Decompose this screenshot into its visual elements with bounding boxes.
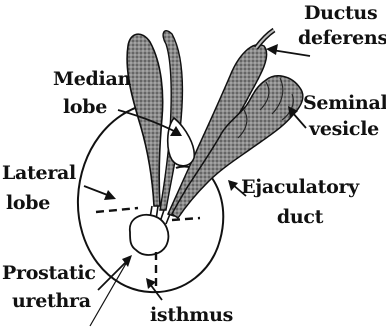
lobe-division-left bbox=[96, 208, 138, 212]
lobe-division-right bbox=[172, 218, 200, 220]
ductus-deferens-arrow bbox=[272, 50, 310, 56]
label-median-lobe-line1: Median bbox=[50, 68, 134, 90]
label-isthmus: isthmus bbox=[150, 304, 233, 326]
lateral-lobe-arrow bbox=[84, 186, 110, 196]
median-bulb bbox=[160, 31, 182, 210]
label-lateral-lobe-line2: lobe bbox=[6, 192, 50, 214]
label-ductus-deferens-line1: Ductus bbox=[304, 2, 374, 24]
prostatic-urethra-shape bbox=[130, 215, 169, 255]
left-ampulla bbox=[127, 34, 163, 206]
label-ejaculatory-duct-line1: Ejaculatory bbox=[238, 176, 362, 198]
label-median-lobe-line2: lobe bbox=[52, 96, 118, 118]
label-ductus-deferens-line2: deferens bbox=[298, 27, 386, 49]
label-prostatic-urethra-line2: urethra bbox=[12, 290, 91, 312]
label-lateral-lobe-line1: Lateral bbox=[2, 162, 76, 184]
label-seminal-vesicle-line2: vesicle bbox=[304, 118, 384, 140]
median-lobe-shape bbox=[168, 118, 195, 166]
label-prostatic-urethra-line1: Prostatic bbox=[2, 262, 96, 284]
label-seminal-vesicle-line1: Seminal bbox=[303, 92, 385, 114]
prostatic-urethra-leader bbox=[90, 260, 128, 326]
label-ejaculatory-duct-line2: duct bbox=[238, 206, 362, 228]
